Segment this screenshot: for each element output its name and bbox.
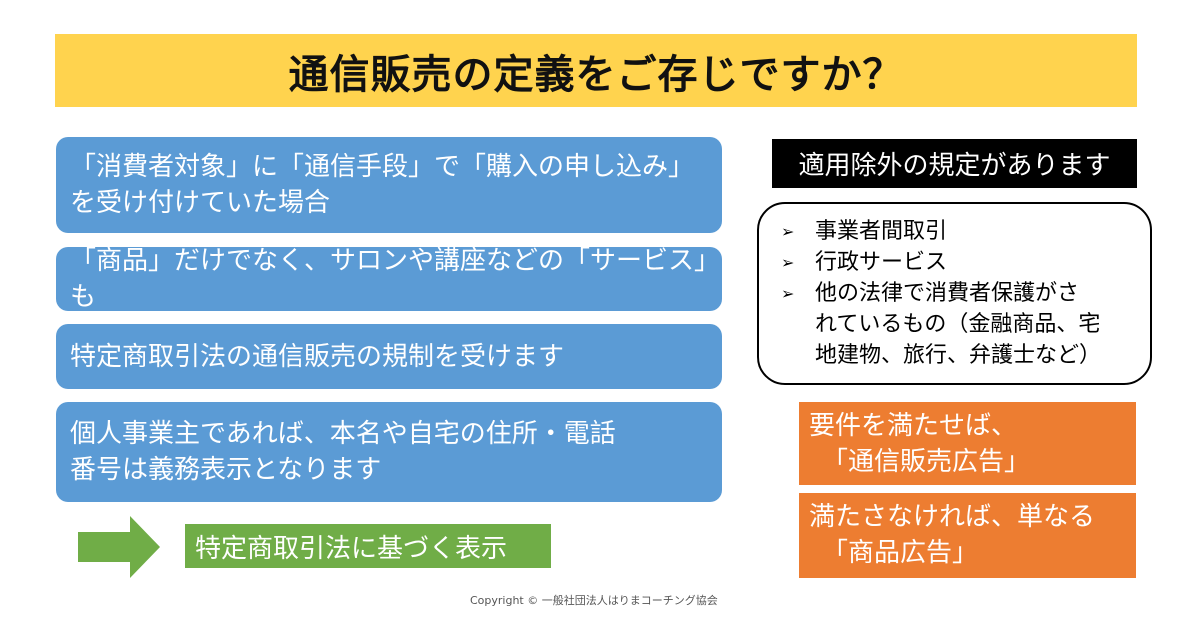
arrow-bullet-icon: ➢ bbox=[781, 222, 795, 241]
exclusion-list-box: ➢ 事業者間取引 ➢ 行政サービス ➢ 他の法律で消費者保護がさ れているもの（… bbox=[757, 202, 1152, 385]
product-ad-box: 満たさなければ、単なる 「商品広告」 bbox=[799, 493, 1136, 578]
arrow-bullet-icon: ➢ bbox=[781, 284, 795, 303]
definition-text: 「商品」だけでなく、サロンや講座などの「サービス」も bbox=[70, 246, 708, 312]
tokushoho-label-text: 特定商取引法に基づく表示 bbox=[195, 533, 508, 564]
definition-box-sole-proprietor: 個人事業主であれば、本名や自宅の住所・電話 番号は義務表示となります bbox=[56, 402, 722, 502]
copyright-text: Copyright © 一般社団法人はりまコーチング協会 bbox=[470, 594, 718, 607]
arrow-bullet-icon: ➢ bbox=[781, 253, 795, 272]
exclusion-item: ➢ 他の法律で消費者保護がさ れているもの（金融商品、宅 地建物、旅行、弁護士な… bbox=[781, 278, 1140, 371]
definition-box-consumer: 「消費者対象」に「通信手段」で「購入の申し込み」 を受け付けていた場合 bbox=[56, 137, 722, 233]
definition-box-regulation: 特定商取引法の通信販売の規制を受けます bbox=[56, 324, 722, 389]
right-arrow-icon bbox=[78, 516, 160, 578]
exclusion-item-text: 行政サービス bbox=[815, 250, 948, 275]
title-banner: 通信販売の定義をご存じですか？ bbox=[55, 34, 1137, 107]
definition-text: 「消費者対象」に「通信手段」で「購入の申し込み」 を受け付けていた場合 bbox=[70, 152, 695, 218]
exclusion-heading-text: 適用除外の規定があります bbox=[798, 151, 1111, 181]
definition-text: 個人事業主であれば、本名や自宅の住所・電話 番号は義務表示となります bbox=[70, 419, 616, 485]
exclusion-heading: 適用除外の規定があります bbox=[772, 139, 1137, 188]
tokushoho-label: 特定商取引法に基づく表示 bbox=[185, 524, 551, 568]
exclusion-item-text: 他の法律で消費者保護がさ れているもの（金融商品、宅 地建物、旅行、弁護士など） bbox=[815, 281, 1102, 368]
exclusion-item: ➢ 行政サービス bbox=[781, 247, 1140, 278]
definition-text: 特定商取引法の通信販売の規制を受けます bbox=[70, 341, 565, 372]
mail-order-ad-box: 要件を満たせば、 「通信販売広告」 bbox=[799, 402, 1136, 485]
exclusion-item: ➢ 事業者間取引 bbox=[781, 216, 1140, 247]
definition-box-services: 「商品」だけでなく、サロンや講座などの「サービス」も bbox=[56, 246, 722, 312]
page-title: 通信販売の定義をご存じですか？ bbox=[288, 51, 904, 98]
exclusion-item-text: 事業者間取引 bbox=[815, 219, 948, 244]
